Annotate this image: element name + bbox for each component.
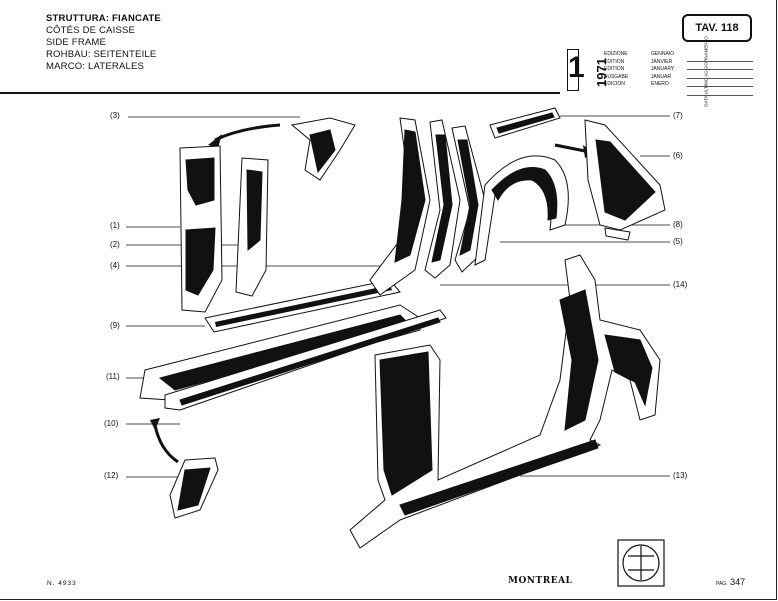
label-6: (6): [673, 151, 683, 160]
part-5: [451, 125, 486, 273]
edition-lang: EDIZIONE: [604, 51, 628, 57]
brand-emblem: [617, 539, 665, 587]
document-number: N. 4933: [47, 580, 77, 587]
edition-lang: EDICION: [604, 81, 625, 88]
label-12: (12): [104, 471, 119, 480]
header-rule: [0, 92, 560, 94]
label-10: (10): [104, 419, 119, 428]
label-7: (7): [673, 111, 683, 120]
edition-month: JANVIER: [651, 58, 673, 65]
label-4: (4): [110, 261, 120, 270]
part-8: [474, 155, 569, 266]
edition-month: JANUARY: [651, 66, 675, 73]
part-6: [584, 119, 666, 241]
page-value: 347: [730, 577, 746, 587]
page-prefix: PAG.: [716, 581, 728, 587]
title-de: ROHBAU: SEITENTEILE: [46, 49, 157, 60]
part-4: [369, 117, 431, 296]
part-12: [169, 457, 219, 519]
part-13: [349, 254, 661, 549]
label-2: (2): [110, 240, 120, 249]
part-10: [164, 309, 447, 411]
title-en: SIDE FRAME: [46, 37, 107, 48]
part-2: [235, 157, 269, 297]
edition-box: [567, 49, 579, 91]
label-8: (8): [673, 220, 683, 229]
edition-month: ENERO: [651, 81, 669, 88]
edition-number: 1: [568, 51, 585, 84]
edition-month: GENNAIO: [651, 51, 675, 57]
title-block: STRUTTURA: FIANCATE CÔTÉS DE CAISSE SIDE…: [46, 13, 161, 73]
part-3: [290, 117, 356, 181]
label-1: (1): [110, 221, 120, 230]
label-11: (11): [106, 372, 120, 381]
page-number: PAG. 347: [716, 577, 745, 587]
arrow-3: [214, 123, 281, 142]
edition-languages: EDIZIONE EDITION EDITION AUSGABE EDICION: [604, 51, 628, 89]
part-14: [424, 119, 461, 279]
edition-month: JANUAR: [651, 73, 672, 80]
edition-lang: EDITION: [604, 66, 625, 73]
part-1: [179, 145, 223, 313]
edition-lang: EDITION: [604, 58, 625, 65]
part-9-detail: [215, 285, 392, 327]
label-3: (3): [110, 111, 120, 120]
edition-months: GENNAIO JANVIER JANUARY JANUAR ENERO: [651, 51, 674, 89]
label-13: (13): [673, 471, 688, 480]
title-fr: CÔTÉS DE CAISSE: [46, 25, 136, 36]
brand-wordmark: MONTREAL: [508, 576, 573, 586]
label-14: (14): [673, 280, 688, 289]
edition-lang: AUSGABE: [604, 73, 629, 80]
table-number-badge: TAV. 118: [682, 14, 752, 42]
arrow-12: [153, 424, 179, 464]
title-it: STRUTTURA: FIANCATE: [46, 13, 161, 24]
title-es: MARCO: LATERALES: [46, 61, 145, 72]
edition-block: 1 1971 EDIZIONE EDITION EDITION AUSGABE …: [567, 36, 757, 107]
label-5: (5): [673, 237, 683, 246]
label-9: (9): [110, 321, 120, 330]
update-lines: [687, 53, 753, 96]
part-11: [139, 304, 421, 401]
part-7: [489, 107, 561, 139]
